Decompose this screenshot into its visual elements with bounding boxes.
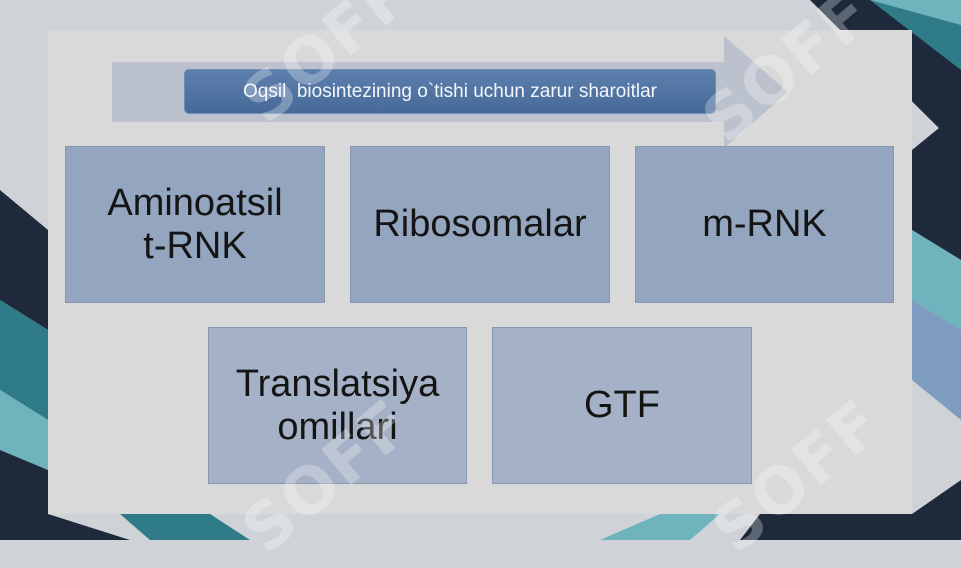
bg-shard-bottom-right-navy bbox=[740, 480, 961, 540]
bg-shard-bottom-left-navy bbox=[0, 450, 130, 540]
diagram-box-mrnk: m-RNK bbox=[635, 146, 894, 303]
bg-shard-right-steel bbox=[912, 300, 961, 420]
bg-shard-right-lightteal bbox=[912, 230, 961, 330]
diagram-box-label: Aminoatsil t-RNK bbox=[107, 181, 283, 267]
diagram-box-label: Translatsiya omillari bbox=[235, 362, 440, 448]
background-decoration bbox=[0, 0, 961, 540]
bg-shard-bottom-left-teal bbox=[120, 514, 250, 540]
diagram-box-label: Ribosomalar bbox=[373, 203, 587, 246]
diagram-box-aminoatsil: Aminoatsil t-RNK bbox=[65, 146, 325, 303]
diagram-box-translatsiya: Translatsiya omillari bbox=[208, 327, 467, 484]
bg-shard-left-lightteal bbox=[0, 390, 48, 470]
diagram-box-label: m-RNK bbox=[702, 203, 827, 246]
bg-shard-bottom-right-lightteal bbox=[600, 514, 720, 540]
bg-shard-right-navy bbox=[912, 110, 961, 260]
bg-shard-left-teal bbox=[0, 300, 48, 420]
diagram-box-label: GTF bbox=[584, 384, 660, 427]
diagram-title: Oqsil biosintezining o`tishi uchun zarur… bbox=[184, 69, 716, 114]
diagram-box-ribosomalar: Ribosomalar bbox=[350, 146, 610, 303]
bg-shard-top-right-lightteal bbox=[870, 0, 961, 25]
diagram-box-gtf: GTF bbox=[492, 327, 752, 484]
bg-shard-left-navy bbox=[0, 190, 48, 330]
